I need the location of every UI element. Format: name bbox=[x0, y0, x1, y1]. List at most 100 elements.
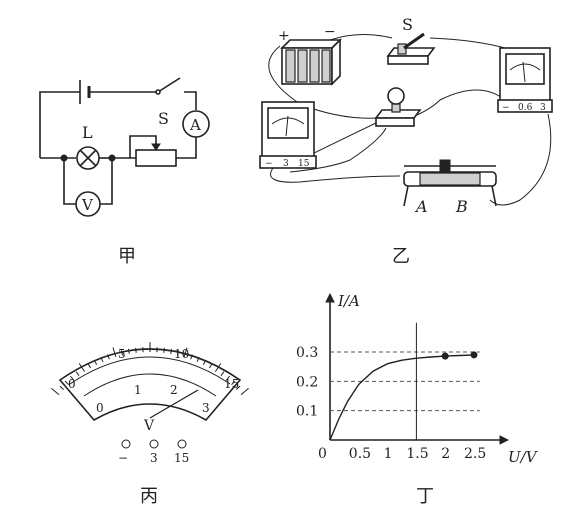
voltmeter-needle bbox=[285, 115, 289, 137]
switch-pivot bbox=[155, 89, 161, 95]
rheostat-leg-b bbox=[491, 185, 497, 207]
dial-inner-arc bbox=[83, 373, 217, 397]
dial-terminal-3-knob bbox=[149, 439, 159, 449]
dial-terminal-minus: − bbox=[118, 451, 128, 465]
caption-bing: 丙 bbox=[140, 486, 158, 507]
voltmeter-terminal-strip bbox=[259, 155, 317, 169]
x-tick-label-4: 2.5 bbox=[464, 446, 486, 462]
lamp-base bbox=[375, 117, 415, 127]
rheostat-leg-a bbox=[403, 185, 409, 207]
voltmeter-face bbox=[267, 107, 309, 139]
wire-top-right bbox=[184, 91, 197, 110]
rheostat-winding bbox=[419, 172, 481, 186]
battery-cell-4 bbox=[321, 49, 331, 83]
rheostat-symbol bbox=[135, 149, 177, 167]
iu-curve bbox=[329, 354, 475, 441]
wire-voltmeter-right bbox=[100, 158, 113, 205]
dial-tick-18 bbox=[170, 348, 173, 354]
inner-scale-0: 0 bbox=[96, 401, 104, 415]
y-tick-label-2: 0.3 bbox=[296, 345, 318, 361]
x-tick-label-3: 2 bbox=[441, 446, 450, 462]
dial-tick-22 bbox=[196, 357, 200, 363]
dial-tick-29 bbox=[236, 385, 241, 390]
chart-y-ticks: 0.10.20.3 bbox=[296, 345, 318, 420]
chart-marked-points bbox=[441, 351, 478, 360]
caption-yi: 乙 bbox=[392, 246, 410, 267]
marked-point-0 bbox=[441, 352, 449, 360]
knife-switch: S bbox=[386, 15, 436, 65]
x-tick-label-0: 0.5 bbox=[349, 446, 371, 462]
dial-needle bbox=[149, 389, 199, 419]
dial-tick-0 bbox=[51, 388, 60, 396]
x-tick-label-2: 1.5 bbox=[406, 446, 428, 462]
dial-tick-12 bbox=[127, 348, 130, 354]
switch-base bbox=[387, 55, 429, 65]
inner-scale-2: 2 bbox=[170, 383, 178, 397]
dial-tick-25 bbox=[214, 363, 222, 372]
chart-gridlines bbox=[330, 351, 480, 412]
outer-scale-0: 0 bbox=[68, 377, 76, 391]
dial-tick-11 bbox=[120, 350, 124, 356]
lamp-socket bbox=[391, 103, 401, 113]
ammeter-symbol-label: A bbox=[189, 116, 201, 134]
rheostat-slider bbox=[439, 159, 451, 173]
battery-cell-3 bbox=[309, 49, 320, 83]
switch-blade bbox=[157, 77, 181, 93]
dial-terminal-minus-knob bbox=[121, 439, 131, 449]
ammeter-terminal-minus: − bbox=[502, 103, 510, 113]
dial-terminal-15-knob bbox=[177, 439, 187, 449]
wire-voltmeter-lamp-2 bbox=[289, 127, 387, 173]
lamp-cross-2 bbox=[79, 149, 97, 167]
caption-jia: 甲 bbox=[118, 246, 136, 267]
physical-circuit: + − S − 0.6 3 bbox=[259, 15, 553, 267]
lamp-label: L bbox=[82, 123, 93, 142]
voltmeter-symbol-label: V bbox=[81, 196, 94, 214]
wire-left-top bbox=[39, 91, 80, 158]
lamp-device bbox=[374, 87, 422, 127]
dial-outer-arc bbox=[69, 356, 231, 385]
battery-pack: + − bbox=[278, 24, 342, 86]
ammeter-terminal-3: 3 bbox=[540, 103, 546, 113]
dial-tick-7 bbox=[93, 360, 98, 365]
lamp-bulb bbox=[387, 87, 405, 105]
dial-tick-28 bbox=[231, 380, 236, 386]
ammeter-device: − 0.6 3 bbox=[497, 47, 553, 113]
circuit-diagram: S A L V 甲 bbox=[39, 77, 210, 267]
rheostat-device: A B bbox=[403, 159, 497, 216]
dial-tick-5 bbox=[78, 363, 86, 372]
dial-tick-9 bbox=[107, 354, 110, 360]
caption-ding: 丁 bbox=[416, 486, 434, 507]
dial-tick-10 bbox=[112, 347, 117, 358]
rheostat-slider-wire bbox=[129, 135, 157, 158]
y-axis-label: I/A bbox=[337, 292, 360, 310]
dial-tick-21 bbox=[190, 354, 193, 360]
dial-tick-24 bbox=[208, 363, 213, 369]
dial-unit-label: V bbox=[143, 418, 155, 434]
battery-side bbox=[331, 38, 341, 86]
voltmeter-terminal-15: 15 bbox=[298, 159, 310, 169]
voltmeter-terminal-minus: − bbox=[265, 159, 273, 169]
dial-terminal-3: 3 bbox=[150, 451, 158, 465]
inner-scale-3: 3 bbox=[202, 401, 210, 415]
dial-face bbox=[58, 348, 242, 422]
ammeter-scale-arc bbox=[509, 63, 541, 71]
battery-top bbox=[280, 39, 342, 49]
ammeter-terminal-06: 0.6 bbox=[518, 103, 533, 113]
rheostat-slider-arrow bbox=[151, 143, 161, 151]
dial-tick-20 bbox=[183, 347, 188, 358]
dial-terminal-15: 15 bbox=[174, 451, 189, 465]
y-tick-label-1: 0.2 bbox=[296, 374, 318, 390]
dial-tick-19 bbox=[176, 350, 180, 356]
rheostat-end-b: B bbox=[455, 197, 468, 216]
dial-tick-23 bbox=[202, 360, 207, 365]
dial-tick-8 bbox=[100, 357, 104, 363]
dial-tick-3 bbox=[70, 375, 75, 381]
battery-minus-label: − bbox=[324, 24, 336, 40]
switch-handle bbox=[403, 32, 425, 50]
wire-ammeter-rheostat bbox=[489, 113, 552, 206]
dial-ticks bbox=[51, 342, 249, 396]
wire-lamp-ammeter bbox=[409, 89, 506, 119]
voltmeter-terminal-3: 3 bbox=[283, 159, 289, 169]
